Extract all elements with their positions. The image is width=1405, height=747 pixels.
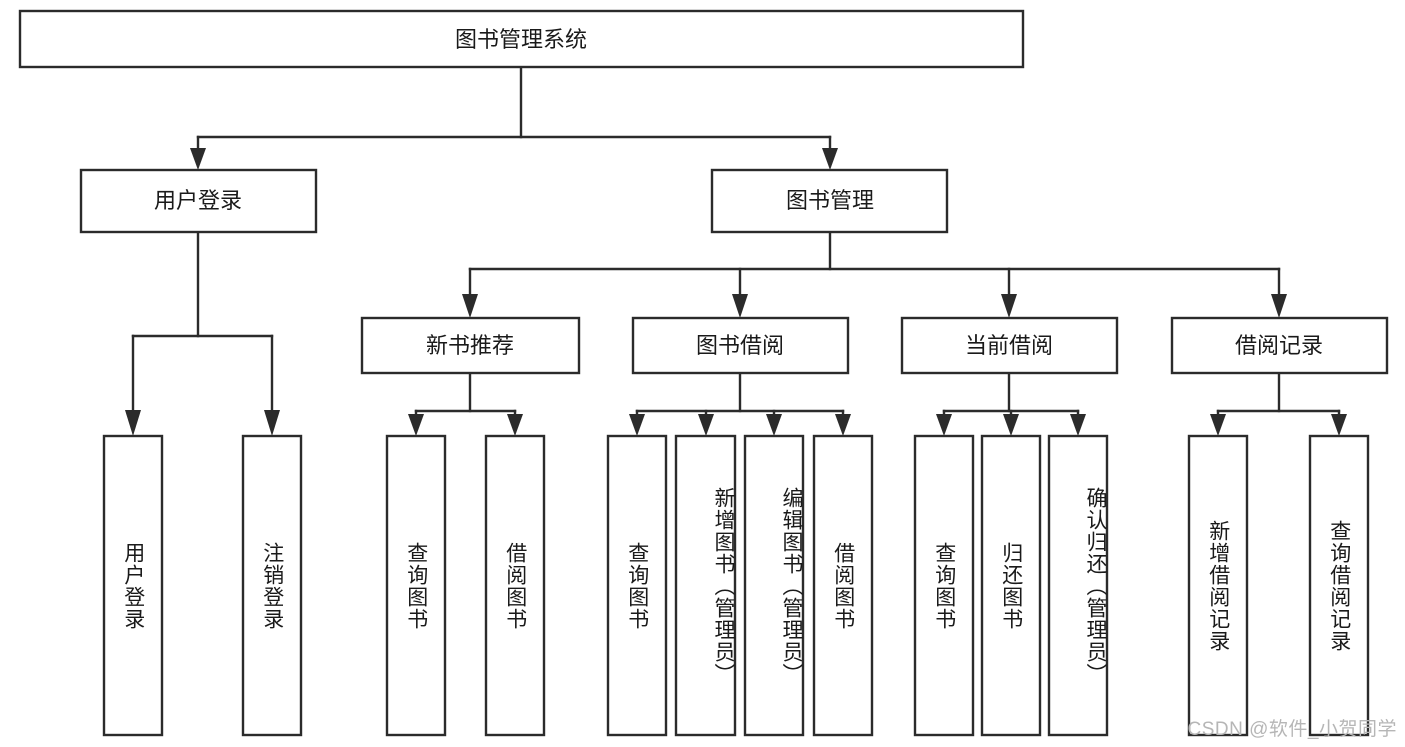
node-book-management[interactable]: 图书管理 [710,168,949,234]
connector-book-borrow-to-leaves [629,371,851,436]
connector-book-mgmt-to-level3 [462,230,1287,318]
leaf-box[interactable] [606,434,668,737]
leaf-box[interactable] [743,434,805,737]
node-current-borrow[interactable]: 当前借阅 [900,316,1119,375]
connector-user-login-to-leaves [125,230,280,436]
connector-new-book-rec-to-leaves [408,371,523,436]
node-borrow-record[interactable]: 借阅记录 [1170,316,1389,375]
node-current-borrow-label: 当前借阅 [965,333,1053,358]
leaf-box[interactable] [241,434,303,737]
node-book-borrow[interactable]: 图书借阅 [631,316,850,375]
node-book-management-label: 图书管理 [786,188,874,213]
leaf-box[interactable] [1308,434,1370,737]
connector-current-borrow-to-leaves [936,371,1086,436]
node-borrow-record-label: 借阅记录 [1235,333,1323,358]
node-new-book-recommend[interactable]: 新书推荐 [360,316,581,375]
node-root[interactable]: 图书管理系统 [18,9,1025,69]
node-user-login-label: 用户登录 [154,188,242,213]
node-book-borrow-label: 图书借阅 [696,333,784,358]
leaf-box[interactable] [913,434,975,737]
connector-borrow-record-to-leaves [1210,371,1347,436]
node-new-book-recommend-label: 新书推荐 [426,333,514,358]
leaf-box[interactable] [674,434,737,737]
leaf-box[interactable] [812,434,874,737]
connector-root-to-level2 [190,65,838,170]
leaf-box[interactable] [1187,434,1249,737]
node-root-label: 图书管理系统 [455,27,587,52]
leaf-box[interactable] [980,434,1042,737]
leaf-box[interactable] [484,434,546,737]
leaf-box[interactable] [385,434,447,737]
watermark-text: CSDN @软件_小贺同学 [1187,719,1397,740]
leaf-box[interactable] [1047,434,1109,737]
leaf-box[interactable] [102,434,164,737]
node-user-login[interactable]: 用户登录 [79,168,318,234]
